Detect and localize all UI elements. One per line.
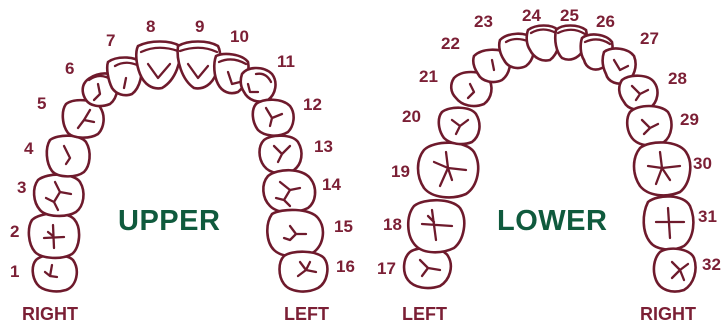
tooth-number-21: 21: [419, 67, 438, 86]
tooth-number-32: 32: [702, 255, 721, 274]
tooth-number-3: 3: [17, 178, 26, 197]
tooth-number-10: 10: [230, 27, 249, 46]
tooth-number-24: 24: [522, 6, 541, 25]
tooth-number-12: 12: [303, 95, 322, 114]
tooth-11[interactable]: [241, 68, 276, 102]
tooth-18[interactable]: [408, 200, 464, 252]
tooth-number-29: 29: [680, 110, 699, 129]
tooth-number-4: 4: [24, 139, 34, 158]
tooth-number-15: 15: [334, 217, 353, 236]
tooth-3[interactable]: [34, 175, 83, 216]
tooth-19[interactable]: [418, 143, 478, 198]
tooth-number-30: 30: [693, 154, 712, 173]
tooth-29[interactable]: [627, 106, 671, 145]
tooth-number-11: 11: [277, 52, 295, 71]
upper-left-label: LEFT: [284, 304, 329, 324]
upper-arch: [29, 42, 328, 292]
tooth-number-23: 23: [474, 12, 493, 31]
tooth-20[interactable]: [439, 108, 480, 144]
tooth-number-18: 18: [383, 215, 402, 234]
tooth-number-14: 14: [322, 175, 341, 194]
tooth-number-25: 25: [560, 6, 579, 25]
lower-arch: [404, 26, 695, 292]
tooth-number-31: 31: [698, 207, 717, 226]
tooth-32[interactable]: [654, 249, 696, 292]
tooth-12[interactable]: [253, 100, 294, 136]
tooth-8[interactable]: [136, 42, 180, 89]
tooth-31[interactable]: [644, 196, 694, 249]
upper-right-label: RIGHT: [22, 304, 78, 324]
tooth-number-5: 5: [37, 94, 46, 113]
tooth-number-6: 6: [65, 59, 74, 78]
tooth-15[interactable]: [267, 210, 323, 256]
tooth-number-16: 16: [336, 257, 355, 276]
tooth-number-9: 9: [195, 17, 204, 36]
tooth-number-27: 27: [640, 29, 659, 48]
lower-arch-title: LOWER: [497, 205, 607, 237]
tooth-4[interactable]: [47, 136, 90, 177]
tooth-30[interactable]: [634, 142, 690, 195]
lower-left-label: LEFT: [402, 304, 447, 324]
tooth-number-26: 26: [596, 12, 615, 31]
tooth-number-28: 28: [668, 69, 687, 88]
tooth-14[interactable]: [263, 170, 315, 212]
tooth-number-8: 8: [146, 17, 155, 36]
tooth-number-2: 2: [10, 222, 19, 241]
tooth-2[interactable]: [29, 213, 79, 257]
tooth-16[interactable]: [280, 252, 328, 292]
upper-arch-title: UPPER: [118, 205, 220, 237]
tooth-number-1: 1: [10, 262, 19, 281]
tooth-number-17: 17: [377, 259, 396, 278]
tooth-number-13: 13: [314, 137, 333, 156]
tooth-number-22: 22: [441, 34, 460, 53]
tooth-number-20: 20: [402, 107, 421, 126]
tooth-13[interactable]: [260, 136, 302, 174]
tooth-1[interactable]: [33, 255, 77, 292]
tooth-17[interactable]: [404, 248, 451, 288]
tooth-number-7: 7: [106, 31, 115, 50]
lower-right-label: RIGHT: [640, 304, 696, 324]
tooth-number-19: 19: [391, 162, 410, 181]
